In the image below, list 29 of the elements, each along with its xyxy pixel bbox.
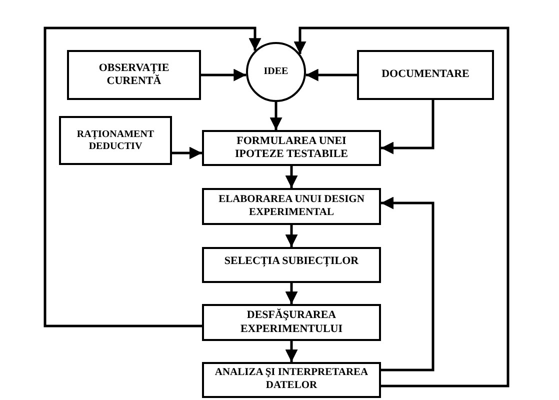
- arrow: [285, 341, 298, 362]
- node-label: FORMULAREA UNEI IPOTEZE TESTABILE: [234, 134, 349, 162]
- arrow: [270, 102, 282, 130]
- arrow: [381, 100, 434, 154]
- arrow: [285, 225, 298, 247]
- arrow: [201, 68, 246, 82]
- process-box: [59, 116, 172, 165]
- arrow: [44, 26, 262, 328]
- process-box: [202, 130, 381, 166]
- node-label: OBSERVAȚIE CURENTĂ: [98, 62, 170, 88]
- node-label: RAȚIONAMENT DEDUCTIV: [76, 128, 156, 152]
- node-label: ANALIZA ŞI INTERPRETAREA DATELOR: [214, 367, 370, 393]
- node-label: DOCUMENTARE: [382, 68, 470, 82]
- arrow: [306, 68, 357, 82]
- process-box: [202, 188, 381, 225]
- process-box: [202, 362, 381, 398]
- process-box: [202, 247, 381, 283]
- arrow: [294, 26, 510, 388]
- node-label: ELABORAREA UNUI DESIGN EXPERIMENTAL: [218, 194, 366, 220]
- arrow: [381, 196, 434, 372]
- node-label: IDEE: [264, 66, 288, 78]
- process-box: [202, 304, 381, 341]
- arrow: [285, 283, 298, 304]
- arrow: [285, 166, 298, 188]
- process-box: [357, 50, 494, 100]
- node-label: SELECȚIA SUBIECȚILOR: [224, 255, 359, 268]
- process-box: [67, 50, 201, 100]
- arrow: [172, 146, 202, 160]
- node-label: DESFĂŞURAREA EXPERIMENTULUI: [239, 309, 344, 336]
